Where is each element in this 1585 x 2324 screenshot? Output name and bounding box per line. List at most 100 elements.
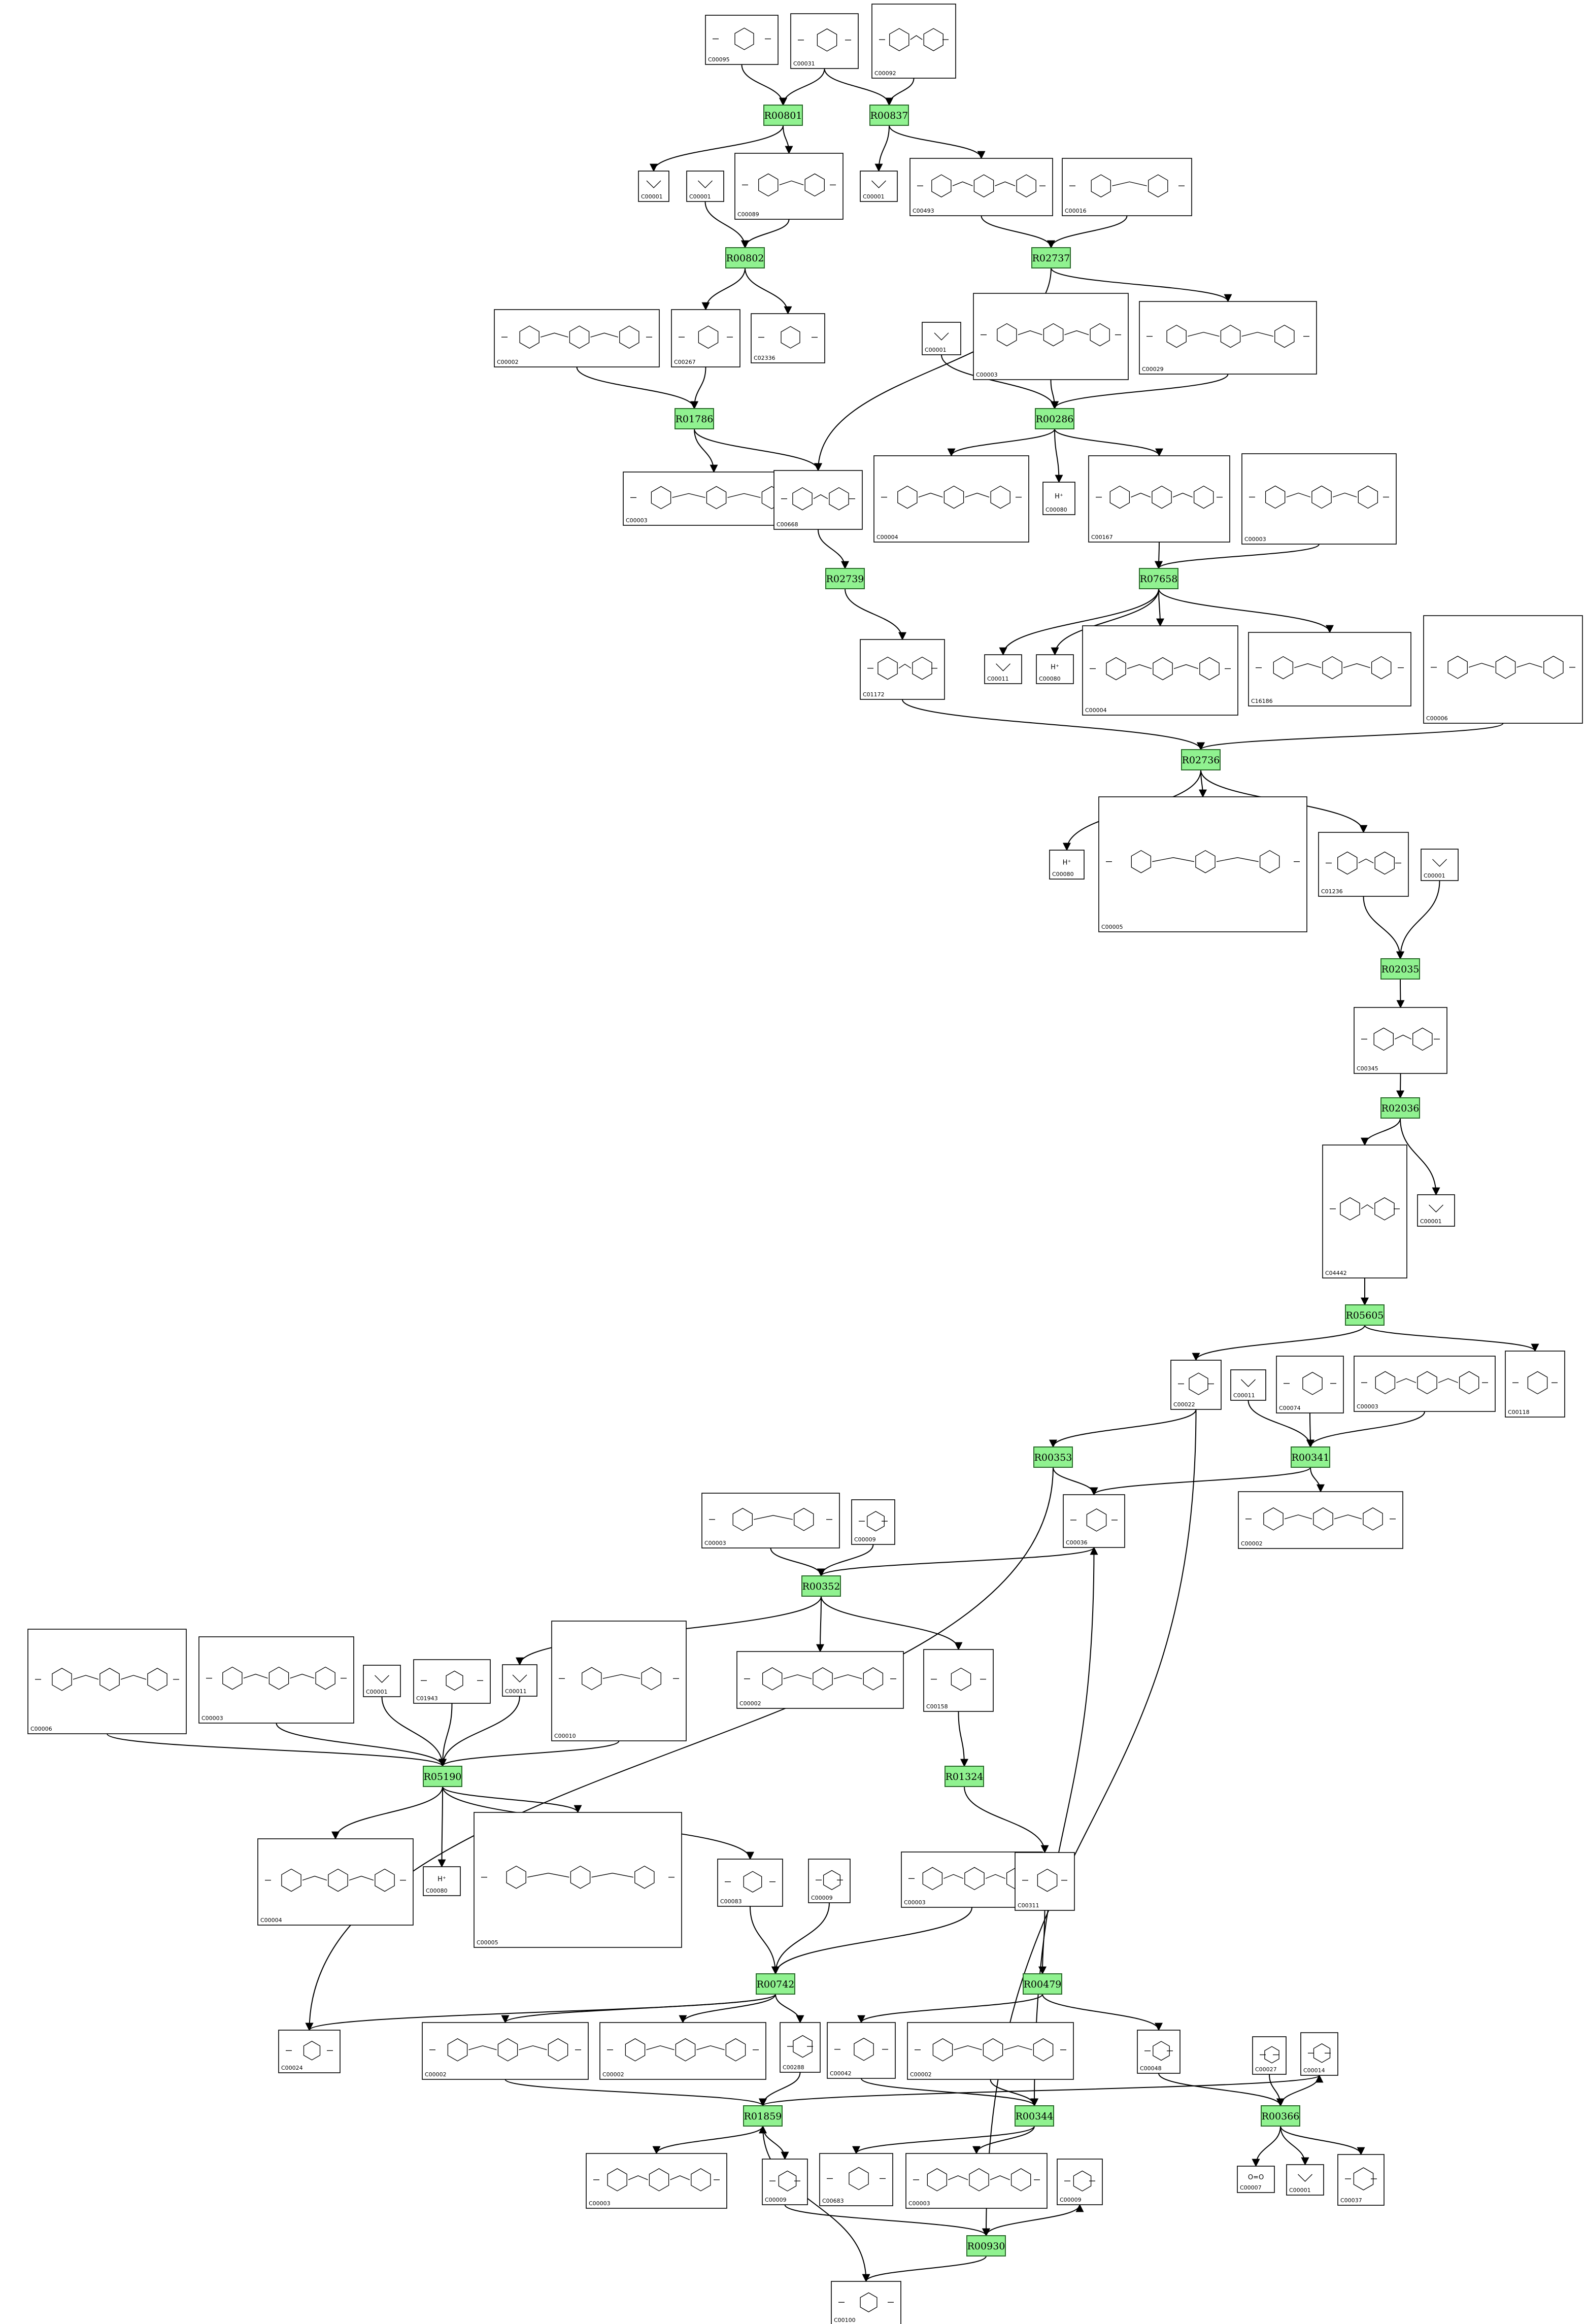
reaction-node[interactable]: R02736	[1181, 749, 1221, 770]
reaction-node[interactable]: R05190	[423, 1766, 462, 1787]
compound-node[interactable]: C00001	[638, 171, 669, 202]
compound-node[interactable]: C00158	[923, 1649, 994, 1712]
compound-node[interactable]: H⁺C00080	[423, 1866, 461, 1896]
compound-node[interactable]: C00009	[808, 1859, 851, 1903]
compound-node[interactable]: C00493	[909, 158, 1053, 216]
compound-node[interactable]: C00002	[494, 309, 660, 367]
compound-node[interactable]: C00095	[705, 15, 779, 65]
compound-node[interactable]: C00042	[827, 2022, 896, 2079]
compound-node[interactable]: C00004	[257, 1838, 414, 1926]
compound-node[interactable]: C00002	[422, 2022, 589, 2080]
compound-node[interactable]: C00011	[502, 1664, 537, 1697]
compound-node[interactable]: C00009	[1057, 2159, 1103, 2205]
compound-node[interactable]: C00001	[860, 171, 898, 202]
reaction-node[interactable]: R00801	[763, 105, 803, 126]
compound-node[interactable]: C00002	[907, 2022, 1074, 2080]
compound-node[interactable]: C00048	[1137, 2030, 1181, 2074]
compound-node[interactable]: C00092	[871, 4, 956, 79]
compound-node[interactable]: C00009	[851, 1499, 895, 1545]
reaction-node[interactable]: R07658	[1139, 568, 1178, 589]
compound-node[interactable]: C02336	[751, 313, 825, 363]
compound-node[interactable]: C00003	[1241, 453, 1397, 545]
compound-node[interactable]: C00345	[1354, 1007, 1447, 1074]
compound-node[interactable]: C00001	[1421, 849, 1459, 881]
compound-node[interactable]: C00311	[1015, 1852, 1075, 1911]
compound-node[interactable]: C00037	[1337, 2154, 1385, 2206]
compound-node[interactable]: C00001	[922, 322, 961, 355]
compound-node[interactable]: C00683	[819, 2153, 893, 2206]
compound-node[interactable]: H⁺C00080	[1036, 654, 1074, 684]
compound-node[interactable]: C00005	[474, 1812, 682, 1948]
reaction-node[interactable]: R00286	[1035, 408, 1074, 429]
compound-node[interactable]: C16186	[1248, 632, 1411, 706]
compound-node[interactable]: C00118	[1505, 1351, 1565, 1418]
compound-node[interactable]: C00089	[734, 153, 844, 220]
reaction-node[interactable]: R00341	[1291, 1446, 1330, 1468]
compound-node[interactable]: C00024	[278, 2030, 341, 2073]
reaction-node[interactable]: R00479	[1023, 1973, 1062, 1995]
reaction-node[interactable]: R00930	[966, 2235, 1006, 2256]
compound-node[interactable]: C00036	[1063, 1494, 1125, 1548]
compound-node[interactable]: C00001	[1417, 1194, 1455, 1227]
compound-node[interactable]: C01943	[413, 1659, 491, 1704]
compound-node[interactable]: C00022	[1170, 1360, 1222, 1410]
compound-node[interactable]: C00288	[780, 2022, 821, 2073]
compound-node[interactable]: C00003	[905, 2153, 1048, 2209]
compound-node[interactable]: C04442	[1322, 1144, 1407, 1278]
compound-node[interactable]: C00668	[773, 470, 863, 530]
compound-node[interactable]: C00006	[27, 1629, 187, 1734]
compound-node[interactable]: C00016	[1062, 158, 1192, 216]
reaction-node[interactable]: R00352	[801, 1575, 841, 1597]
compound-node[interactable]: C00003	[586, 2153, 727, 2209]
compound-node[interactable]: C00011	[984, 654, 1022, 684]
reaction-node[interactable]: R05605	[1345, 1304, 1385, 1326]
reaction-node[interactable]: R00802	[725, 247, 765, 268]
compound-node[interactable]: C00029	[1139, 301, 1317, 375]
reaction-node[interactable]: R02036	[1380, 1097, 1420, 1119]
compound-node[interactable]: C00074	[1276, 1356, 1344, 1413]
compound-node[interactable]: C00100	[831, 2281, 901, 2324]
reaction-node[interactable]: R02739	[825, 568, 865, 589]
compound-node[interactable]: C00005	[1098, 796, 1307, 932]
compound-node[interactable]: C00031	[790, 13, 859, 69]
reaction-node[interactable]: R00344	[1015, 2105, 1054, 2127]
compound-node[interactable]: C00004	[1082, 625, 1238, 716]
compound-node[interactable]: C00002	[1238, 1491, 1403, 1549]
reaction-node[interactable]: R00742	[756, 1973, 795, 1995]
compound-node[interactable]: C00267	[671, 309, 740, 367]
compound-node[interactable]: C00083	[717, 1859, 783, 1907]
compound-node[interactable]: C00002	[736, 1651, 904, 1709]
compound-node[interactable]: H⁺C00080	[1042, 482, 1075, 515]
compound-node[interactable]: C00014	[1300, 2032, 1338, 2076]
compound-node[interactable]: C01172	[860, 639, 945, 700]
reaction-node[interactable]: R00353	[1033, 1446, 1073, 1468]
compound-node[interactable]: C00027	[1252, 2036, 1287, 2075]
compound-node[interactable]: C00003	[701, 1493, 840, 1548]
compound-node[interactable]: C00010	[551, 1621, 687, 1741]
compound-node[interactable]: C00002	[599, 2022, 766, 2080]
compound-node[interactable]: C00011	[1230, 1369, 1266, 1401]
compound-node[interactable]: H⁺C00080	[1049, 850, 1085, 880]
structure-drawing	[996, 663, 1010, 671]
compound-node[interactable]: C00009	[762, 2159, 808, 2205]
compound-node[interactable]: C00004	[873, 455, 1029, 543]
compound-node[interactable]: C00001	[363, 1665, 401, 1697]
compound-node[interactable]: C00001	[686, 171, 724, 202]
compound-box	[1057, 2159, 1103, 2205]
reaction-node[interactable]: R00366	[1261, 2105, 1300, 2127]
compound-id: C00011	[987, 676, 1009, 682]
reaction-node[interactable]: R02737	[1031, 247, 1071, 268]
reaction-node[interactable]: R01324	[945, 1766, 984, 1787]
compound-node[interactable]: C00167	[1088, 455, 1230, 543]
compound-node[interactable]: C01236	[1318, 832, 1409, 897]
reaction-node[interactable]: R00837	[869, 105, 909, 126]
reaction-node[interactable]: R01859	[743, 2105, 783, 2127]
reaction-node[interactable]: R02035	[1380, 958, 1420, 980]
compound-node[interactable]: C00001	[1286, 2164, 1324, 2196]
reaction-node[interactable]: R01786	[675, 408, 714, 429]
compound-node[interactable]: C00003	[1354, 1356, 1496, 1412]
compound-node[interactable]: C00003	[198, 1636, 354, 1724]
compound-node[interactable]: C00006	[1423, 615, 1583, 724]
compound-node[interactable]: C00003	[973, 293, 1129, 380]
